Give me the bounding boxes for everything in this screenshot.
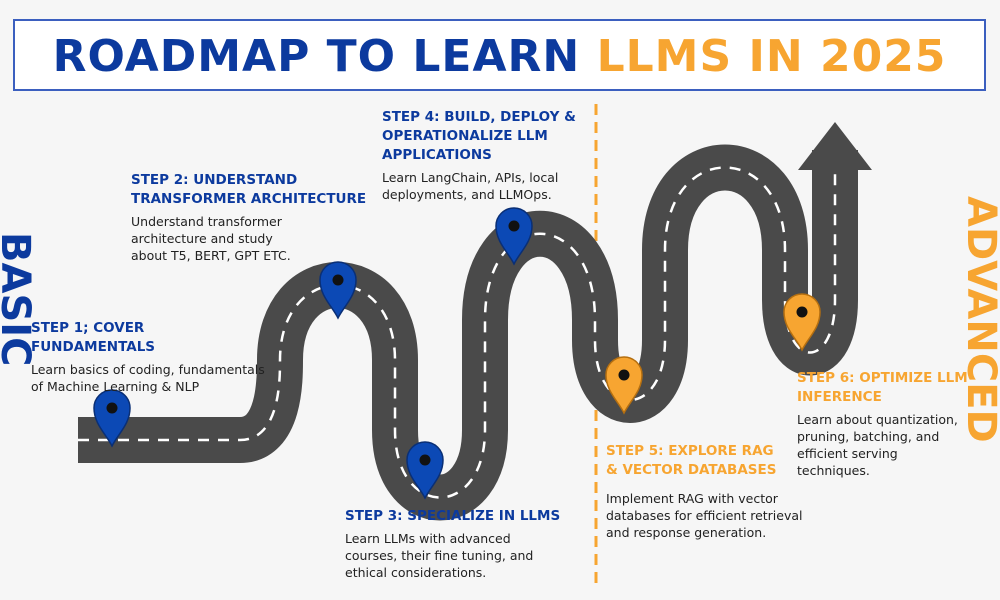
step-1-block: STEP 1; COVER FUNDAMENTALS Learn basics … <box>31 319 271 395</box>
step-1-description: Learn basics of coding, fundamentals of … <box>31 362 265 394</box>
step-3-pin <box>406 441 444 500</box>
road-center-line <box>78 155 837 499</box>
step-1-title: STEP 1; COVER FUNDAMENTALS <box>31 320 156 355</box>
step-3-block: STEP 3: SPECIALIZE IN LLMS Learn LLMs wi… <box>345 507 580 581</box>
step-4-pin <box>495 207 533 266</box>
step-2-pin <box>319 261 357 320</box>
step-1-pin <box>93 389 131 448</box>
title-banner: ROADMAP TO LEARN LLMS IN 2025 <box>13 19 986 91</box>
step-3-description: Learn LLMs with advanced courses, their … <box>345 531 534 580</box>
step-2-title: STEP 2: UNDERSTAND TRANSFORMER ARCHITECT… <box>131 172 367 207</box>
step-4-title: STEP 4: BUILD, DEPLOY & OPERATIONALIZE L… <box>382 109 576 163</box>
step-4-description: Learn LangChain, APIs, local deployments… <box>382 170 559 202</box>
step-5-pin <box>605 356 643 415</box>
road-arrow-head <box>798 122 872 170</box>
step-6-description: Learn about quantization, pruning, batch… <box>797 412 958 478</box>
step-6-title: STEP 6: OPTIMIZE LLM INFERENCE <box>797 370 968 405</box>
step-3-title: STEP 3: SPECIALIZE IN LLMS <box>345 508 561 524</box>
step-5-title: STEP 5: EXPLORE RAG & VECTOR DATABASES <box>606 443 777 478</box>
page-title: ROADMAP TO LEARN LLMS IN 2025 <box>15 33 984 81</box>
step-5-block: STEP 5: EXPLORE RAG & VECTOR DATABASES I… <box>606 442 826 541</box>
step-6-block: STEP 6: OPTIMIZE LLM INFERENCE Learn abo… <box>797 369 972 479</box>
title-part-highlight: LLMS IN 2025 <box>596 31 947 82</box>
step-4-block: STEP 4: BUILD, DEPLOY & OPERATIONALIZE L… <box>382 108 587 203</box>
step-6-pin <box>783 293 821 352</box>
step-2-block: STEP 2: UNDERSTAND TRANSFORMER ARCHITECT… <box>131 171 371 264</box>
step-5-description: Implement RAG with vector databases for … <box>606 491 803 540</box>
step-2-description: Understand transformer architecture and … <box>131 214 291 263</box>
title-part-basic: ROADMAP TO LEARN <box>52 31 581 82</box>
